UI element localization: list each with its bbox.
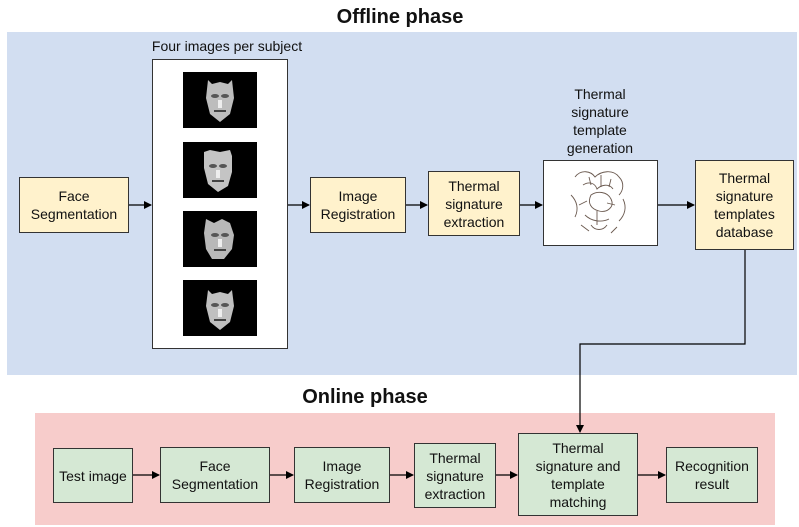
thermal-face-image-3 bbox=[183, 211, 257, 267]
thermal-signature-template-image bbox=[543, 160, 658, 246]
online-phase-region bbox=[35, 413, 775, 525]
template-generation-label: Thermal signature template generation bbox=[566, 86, 634, 156]
thermal-signature-icon bbox=[570, 171, 626, 234]
four-images-label: Four images per subject bbox=[151, 38, 303, 54]
online-thermal-extraction-box: Thermal signature extraction bbox=[414, 443, 496, 508]
thermal-face-image-1 bbox=[183, 72, 257, 128]
thermal-face-icon bbox=[206, 290, 234, 330]
offline-phase-title: Offline phase bbox=[336, 6, 464, 28]
arrow-database-to-matching bbox=[576, 250, 746, 433]
test-image-box: Test image bbox=[53, 448, 133, 503]
online-image-registration-box: Image Registration bbox=[294, 447, 390, 503]
offline-thermal-extraction-box: Thermal signature extraction bbox=[428, 171, 520, 236]
recognition-result-box: Recognition result bbox=[666, 447, 758, 503]
template-matching-box: Thermal signature and template matching bbox=[518, 433, 638, 516]
offline-image-registration-box: Image Registration bbox=[310, 177, 406, 233]
thermal-face-icon bbox=[206, 80, 234, 122]
offline-face-segmentation-box: Face Segmentation bbox=[19, 177, 129, 233]
templates-database-box: Thermal signature templates database bbox=[695, 160, 794, 250]
online-face-segmentation-box: Face Segmentation bbox=[160, 447, 270, 503]
online-phase-title: Online phase bbox=[302, 386, 428, 408]
thermal-face-image-2 bbox=[183, 142, 257, 198]
thermal-face-icon bbox=[204, 219, 234, 259]
thermal-face-icon bbox=[204, 150, 232, 192]
thermal-face-image-4 bbox=[183, 280, 257, 336]
